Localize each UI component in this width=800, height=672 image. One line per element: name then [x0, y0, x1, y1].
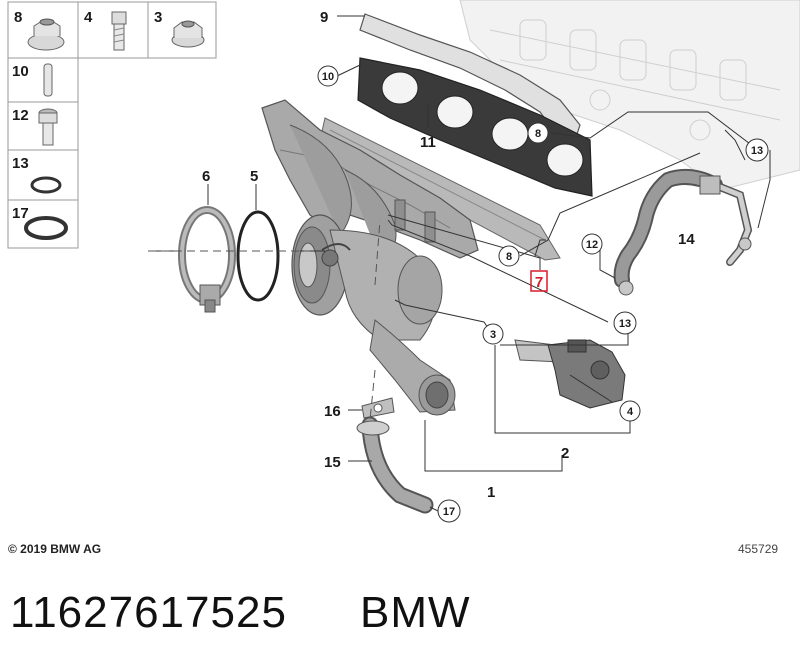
copyright-notice: © 2019 BMW AG	[8, 542, 102, 556]
callout-17: 17	[437, 499, 461, 523]
oil-return-pipe-15	[356, 416, 434, 514]
brand-name: BMW	[360, 588, 471, 637]
callout-16: 16	[324, 403, 341, 420]
svg-text:10: 10	[322, 71, 334, 83]
o-ring-small-icon	[30, 176, 62, 194]
v-band-clamp-6	[178, 206, 236, 313]
manifold-gasket-11	[357, 57, 593, 197]
legend-number: 13	[12, 155, 29, 172]
legend-cell-17: 17	[12, 205, 68, 240]
legend-number: 10	[12, 63, 29, 80]
callout-7-highlighted: 7	[530, 270, 548, 292]
svg-text:8: 8	[506, 251, 512, 263]
oil-return-gasket-16	[361, 397, 395, 419]
highlight-box	[530, 270, 548, 292]
o-ring-large-icon	[24, 216, 68, 240]
cylinder-head-ghost	[459, 0, 800, 191]
callout-4: 4	[619, 400, 641, 422]
callout-2: 2	[561, 445, 569, 462]
legend-cell-13: 13	[12, 155, 62, 194]
legend-number: 3	[154, 9, 162, 26]
svg-text:17: 17	[443, 506, 455, 518]
svg-text:3: 3	[490, 329, 496, 341]
svg-text:7: 7	[535, 274, 543, 291]
callout-13-upper: 13	[745, 138, 769, 162]
socket-bolt-icon	[111, 11, 127, 51]
hex-nut-icon	[171, 20, 205, 48]
callout-11: 11	[420, 134, 436, 151]
callout-8-lower: 8	[498, 245, 520, 267]
parts-legend-table	[7, 1, 217, 249]
oil-feed-line-14	[613, 168, 753, 296]
callout-14: 14	[678, 231, 695, 248]
callout-12: 12	[581, 233, 603, 255]
dashed-axis-lines	[148, 219, 381, 421]
legend-cell-12: 12	[12, 107, 58, 146]
banjo-bolt-icon	[38, 108, 58, 146]
legend-number: 4	[84, 9, 93, 26]
legend-number: 17	[12, 205, 29, 222]
part-number: 11627617525	[10, 588, 287, 637]
callout-6: 6	[202, 168, 210, 185]
callout-8-upper: 8	[527, 122, 549, 144]
svg-text:13: 13	[619, 318, 631, 330]
svg-text:13: 13	[751, 145, 763, 157]
svg-text:4: 4	[627, 406, 634, 418]
dowel-pin-icon	[43, 63, 53, 97]
legend-number: 8	[14, 9, 22, 26]
image-id: 455729	[738, 542, 779, 556]
flange-nut-icon	[27, 18, 65, 51]
leader-lines	[155, 15, 771, 512]
legend-cell-4: 4	[84, 9, 127, 51]
legend-cell-8: 8	[14, 9, 65, 51]
callout-1: 1	[487, 484, 495, 501]
callout-3: 3	[482, 323, 504, 345]
wastegate-actuator-2	[514, 339, 626, 409]
svg-text:8: 8	[535, 128, 541, 140]
callout-9: 9	[320, 9, 328, 26]
seal-ring-5	[236, 210, 280, 302]
callout-15: 15	[324, 454, 341, 471]
legend-number: 12	[12, 107, 29, 124]
legend-cell-3: 3	[154, 9, 205, 48]
callout-13-lower: 13	[613, 311, 637, 335]
turbo-housing	[291, 214, 456, 416]
legend-cell-10: 10	[12, 63, 53, 97]
svg-text:12: 12	[586, 239, 598, 251]
callout-5: 5	[250, 168, 258, 185]
callout-10: 10	[317, 65, 339, 87]
